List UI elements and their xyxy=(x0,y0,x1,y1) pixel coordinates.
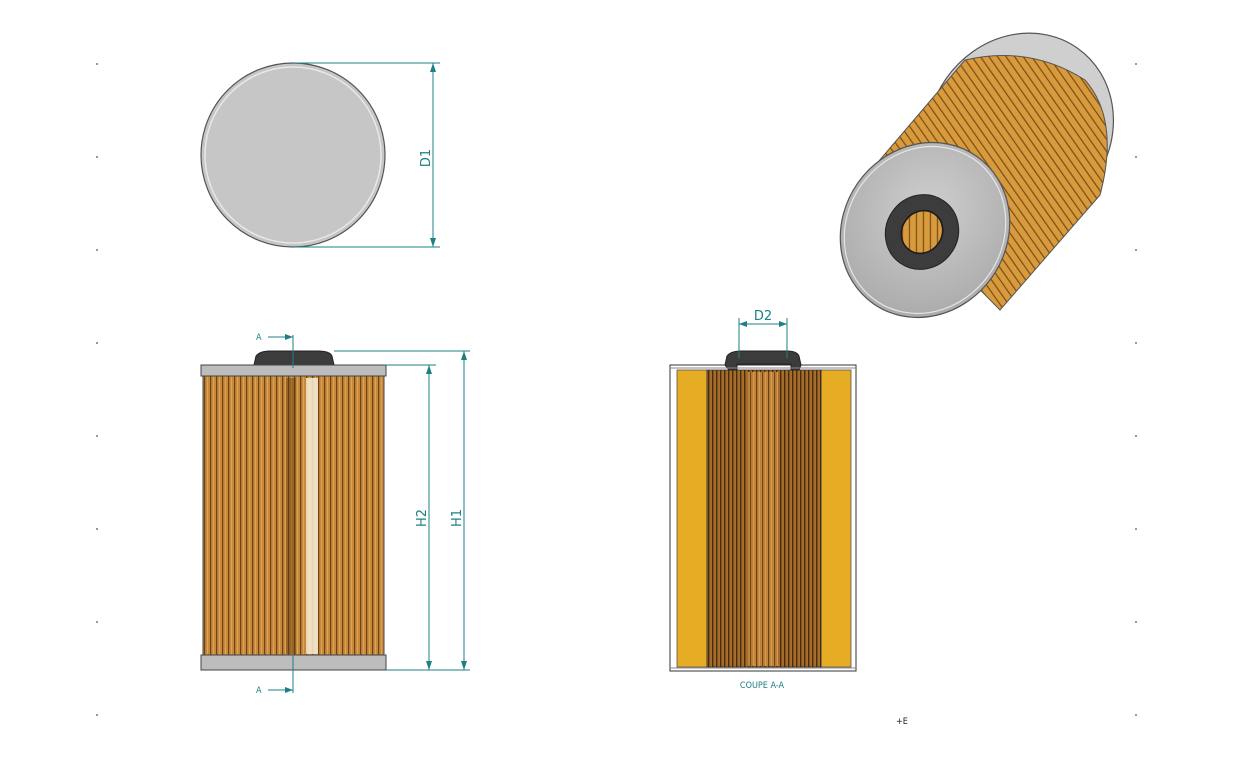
section-marker-top: A xyxy=(256,333,262,343)
dimension-d1: D1 xyxy=(419,149,434,167)
section-marker-bottom: A xyxy=(256,686,262,696)
top-view: D1 xyxy=(200,62,440,248)
top-view-disc xyxy=(200,62,386,248)
section-caption: COUPE A-A xyxy=(740,681,785,691)
isometric-view xyxy=(839,32,1115,319)
front-view: A A H2 H1 xyxy=(200,333,470,696)
section-left-wall xyxy=(676,369,708,668)
front-view-pleated-body xyxy=(202,375,385,656)
section-seal xyxy=(724,350,802,371)
isometric-center-hole xyxy=(900,209,944,255)
front-view-seal xyxy=(253,350,335,366)
corner-mark: +E xyxy=(896,717,908,727)
dimension-d2: D2 xyxy=(754,309,772,324)
section-right-wall xyxy=(820,369,852,668)
sheet-border-ticks xyxy=(96,63,1137,716)
dimension-h2: H2 xyxy=(415,509,430,527)
dimension-h1: H1 xyxy=(450,509,465,527)
top-view-rim xyxy=(204,66,382,244)
section-view: D2 COUPE A-A xyxy=(669,309,857,691)
